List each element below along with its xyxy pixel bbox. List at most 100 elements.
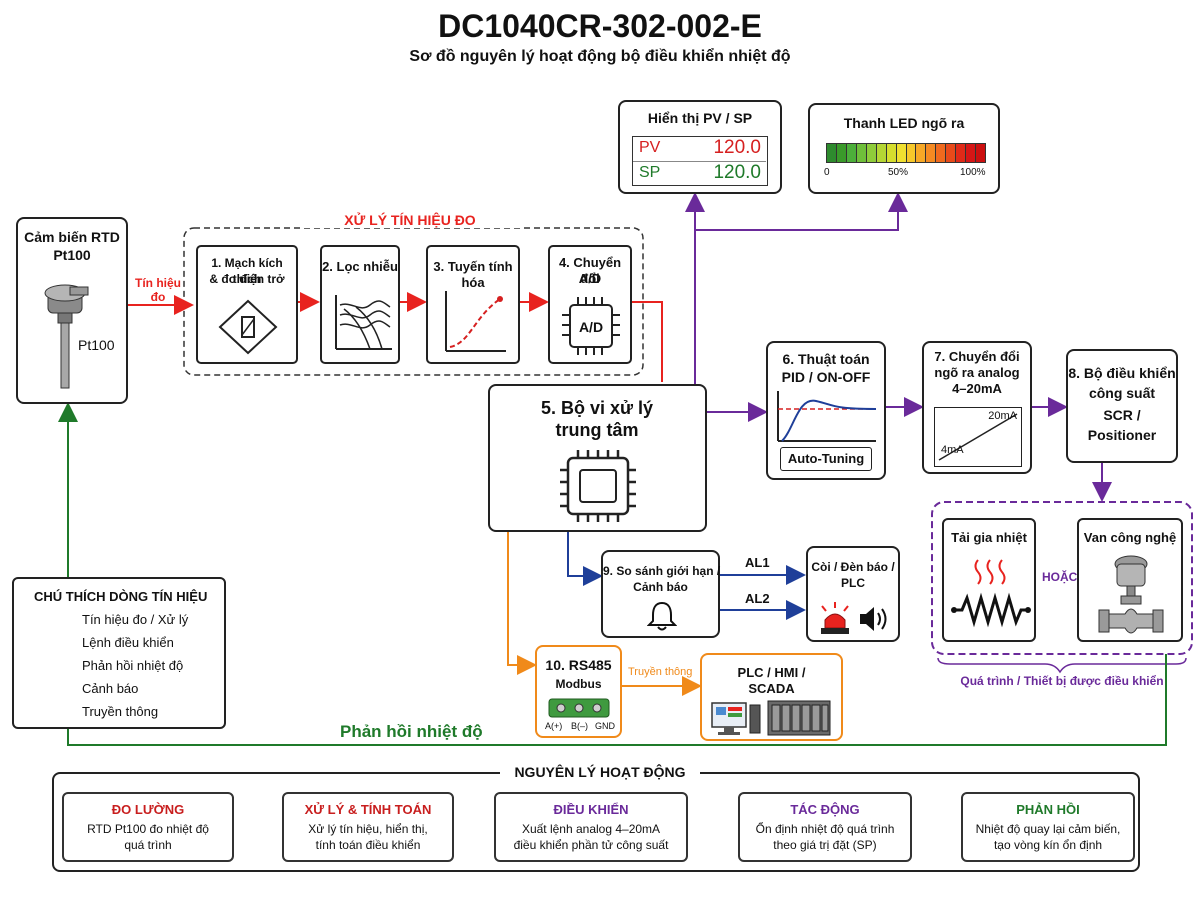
principle-step-desc-1: Ổn định nhiệt độ quá trình <box>755 822 895 836</box>
wire-cpu-to-alarm <box>567 532 603 586</box>
sp-value: 120.0 <box>713 162 761 183</box>
power-title-4: Positioner <box>1087 427 1157 443</box>
pin-a: A(+) <box>545 721 563 731</box>
display-screen: PV 120.0 SP 120.0 <box>632 136 768 186</box>
led-segment <box>866 144 877 162</box>
led-segment <box>886 144 897 162</box>
page-title: DC1040CR-302-002-E <box>438 8 762 44</box>
legend-box: CHÚ THÍCH DÒNG TÍN HIỆU <box>12 577 226 729</box>
block-adc-title-2: A/D <box>578 271 602 286</box>
feedback-label: Phản hồi nhiệt độ <box>340 722 483 741</box>
led-segment <box>926 144 937 162</box>
pid-block: 6. Thuật toán PID / ON-OFF Auto-Tuning <box>766 341 886 480</box>
linearize-curve-icon <box>445 291 506 352</box>
principle-step-desc-2: quá trình <box>124 838 172 852</box>
valve-block: Van công nghệ <box>1077 518 1183 642</box>
principle-step-heading: PHẢN HỒI <box>1016 802 1080 817</box>
valve-icon <box>1098 555 1164 634</box>
process-brace <box>937 657 1187 674</box>
pid-title-2: PID / ON-OFF <box>781 369 871 385</box>
block-filter: 2. Lọc nhiễu <box>320 245 400 364</box>
rs485-title-2: Modbus <box>555 677 602 691</box>
terminal-block-icon <box>548 698 610 718</box>
block-adc: 4. Chuyển đổi A/D A/D <box>548 245 632 364</box>
principle-step-desc-1: Nhiệt độ quay lại cảm biến, <box>975 822 1121 836</box>
alarm-title-1: 9. So sánh giới hạn / <box>603 564 721 578</box>
analog-title-2: ngõ ra analog <box>934 365 1020 380</box>
led-segment <box>966 144 977 162</box>
auto-tuning-button[interactable]: Auto-Tuning <box>780 447 872 471</box>
pid-response-icon <box>777 391 877 442</box>
pv-label: PV <box>639 139 661 156</box>
sensor-title-2: Pt100 <box>53 247 91 263</box>
alarm-title-2: Cảnh báo <box>633 580 688 594</box>
block-excitation: 1. Mạch kích thích & đo điện trở <box>196 245 298 364</box>
power-title-1: 8. Bộ điều khiển <box>1068 365 1176 381</box>
block-excitation-title-2: & đo điện trở <box>209 272 285 286</box>
analog-graph: 20mA 4mA <box>934 407 1022 467</box>
heater-block: Tải gia nhiệt <box>942 518 1036 642</box>
alarm-output-title-1: Còi / Đèn báo / <box>811 560 895 574</box>
principle-step-desc-2: tính toán điều khiển <box>315 838 421 852</box>
wire-cpu-to-rs485 <box>507 532 537 675</box>
principle-step-desc-2: theo giá trị đặt (SP) <box>773 838 877 852</box>
wire-feedback-loop <box>58 402 1167 746</box>
adc-chip-icon <box>562 297 620 355</box>
principle-step-heading: TÁC ĐỘNG <box>790 802 860 817</box>
plc-hmi-icon <box>711 700 831 736</box>
plc-title-1: PLC / HMI / <box>737 665 806 680</box>
process-group <box>931 501 1193 655</box>
principle-step-desc-2: tạo vòng kín ổn định <box>993 838 1103 852</box>
principle-title: NGUYÊN LÝ HOẠT ĐỘNG <box>500 764 700 780</box>
principle-step: TÁC ĐỘNG Ổn định nhiệt độ quá trình theo g… <box>738 792 912 862</box>
filter-wave-icon <box>335 295 392 350</box>
led-segment <box>846 144 857 162</box>
analog-high-label: 20mA <box>988 410 1017 422</box>
principle-step: PHẢN HỒI Nhiệt độ quay lại cảm biến, tạo v… <box>961 792 1135 862</box>
cpu-title-2: trung tâm <box>555 420 639 440</box>
principle-step-desc-2: điều khiển phần tử công suất <box>513 838 669 852</box>
rs485-title-1: 10. RS485 <box>545 657 612 673</box>
cpu-block: 5. Bộ vi xử lý trung tâm <box>488 384 707 532</box>
legend-title: CHÚ THÍCH DÒNG TÍN HIỆU <box>34 589 208 604</box>
rtd-probe-icon <box>44 284 89 389</box>
adc-chip-label: A/D <box>578 319 604 335</box>
principle-step-desc-1: RTD Pt100 đo nhiệt độ <box>87 822 209 836</box>
led-segment <box>976 144 985 162</box>
sp-label: SP <box>639 164 661 181</box>
display-block: Hiển thị PV / SP PV 120.0 SP 120.0 <box>618 100 782 194</box>
process-caption: Quá trình / Thiết bị được điều khiển <box>960 674 1164 688</box>
page-subtitle: Sơ đồ nguyên lý hoạt động bộ điều khiển … <box>409 48 791 65</box>
led-bar-title: Thanh LED ngõ ra <box>843 115 965 131</box>
cpu-chip-icon <box>560 450 636 522</box>
block-linearize-title: 3. Tuyến tính hóa <box>433 259 513 290</box>
cpu-title-1: 5. Bộ vi xử lý <box>540 398 654 418</box>
display-title: Hiển thị PV / SP <box>647 110 753 126</box>
legend-item-label: Lệnh điều khiển <box>82 635 174 650</box>
comm-link-label: Truyền thông <box>628 666 693 678</box>
valve-title: Van công nghệ <box>1083 530 1177 545</box>
sensor-label: Pt100 <box>78 337 115 353</box>
pv-value: 120.0 <box>713 137 761 158</box>
principle-step-heading: XỬ LÝ & TÍNH TOÁN <box>304 802 432 817</box>
wire-block4-to-cpu <box>632 301 663 382</box>
led-segment <box>896 144 907 162</box>
principle-step-desc-1: Xử lý tín hiệu, hiển thị, <box>308 822 428 836</box>
wire-cpu-to-ledbar <box>695 192 908 231</box>
speaker-icon <box>860 607 887 631</box>
legend-item-label: Cảnh báo <box>82 681 139 696</box>
led-segment <box>827 144 837 162</box>
led-segment <box>836 144 847 162</box>
led-bar-block: Thanh LED ngõ ra 0 50% 100% <box>808 103 1000 194</box>
power-title-2: công suất <box>1088 385 1156 401</box>
heater-title: Tải gia nhiệt <box>951 530 1027 545</box>
led-scale-50: 50% <box>888 167 909 178</box>
block-adc-title-1: 4. Chuyển đổi <box>558 255 622 286</box>
principle-step: XỬ LÝ & TÍNH TOÁN Xử lý tín hiệu, hiển th… <box>282 792 454 862</box>
power-title-3: SCR / <box>1103 407 1141 423</box>
led-scale-0: 0 <box>824 167 830 178</box>
principle-step-heading: ĐIỀU KHIỂN <box>553 802 629 817</box>
or-label: HOẶC <box>1042 570 1078 584</box>
